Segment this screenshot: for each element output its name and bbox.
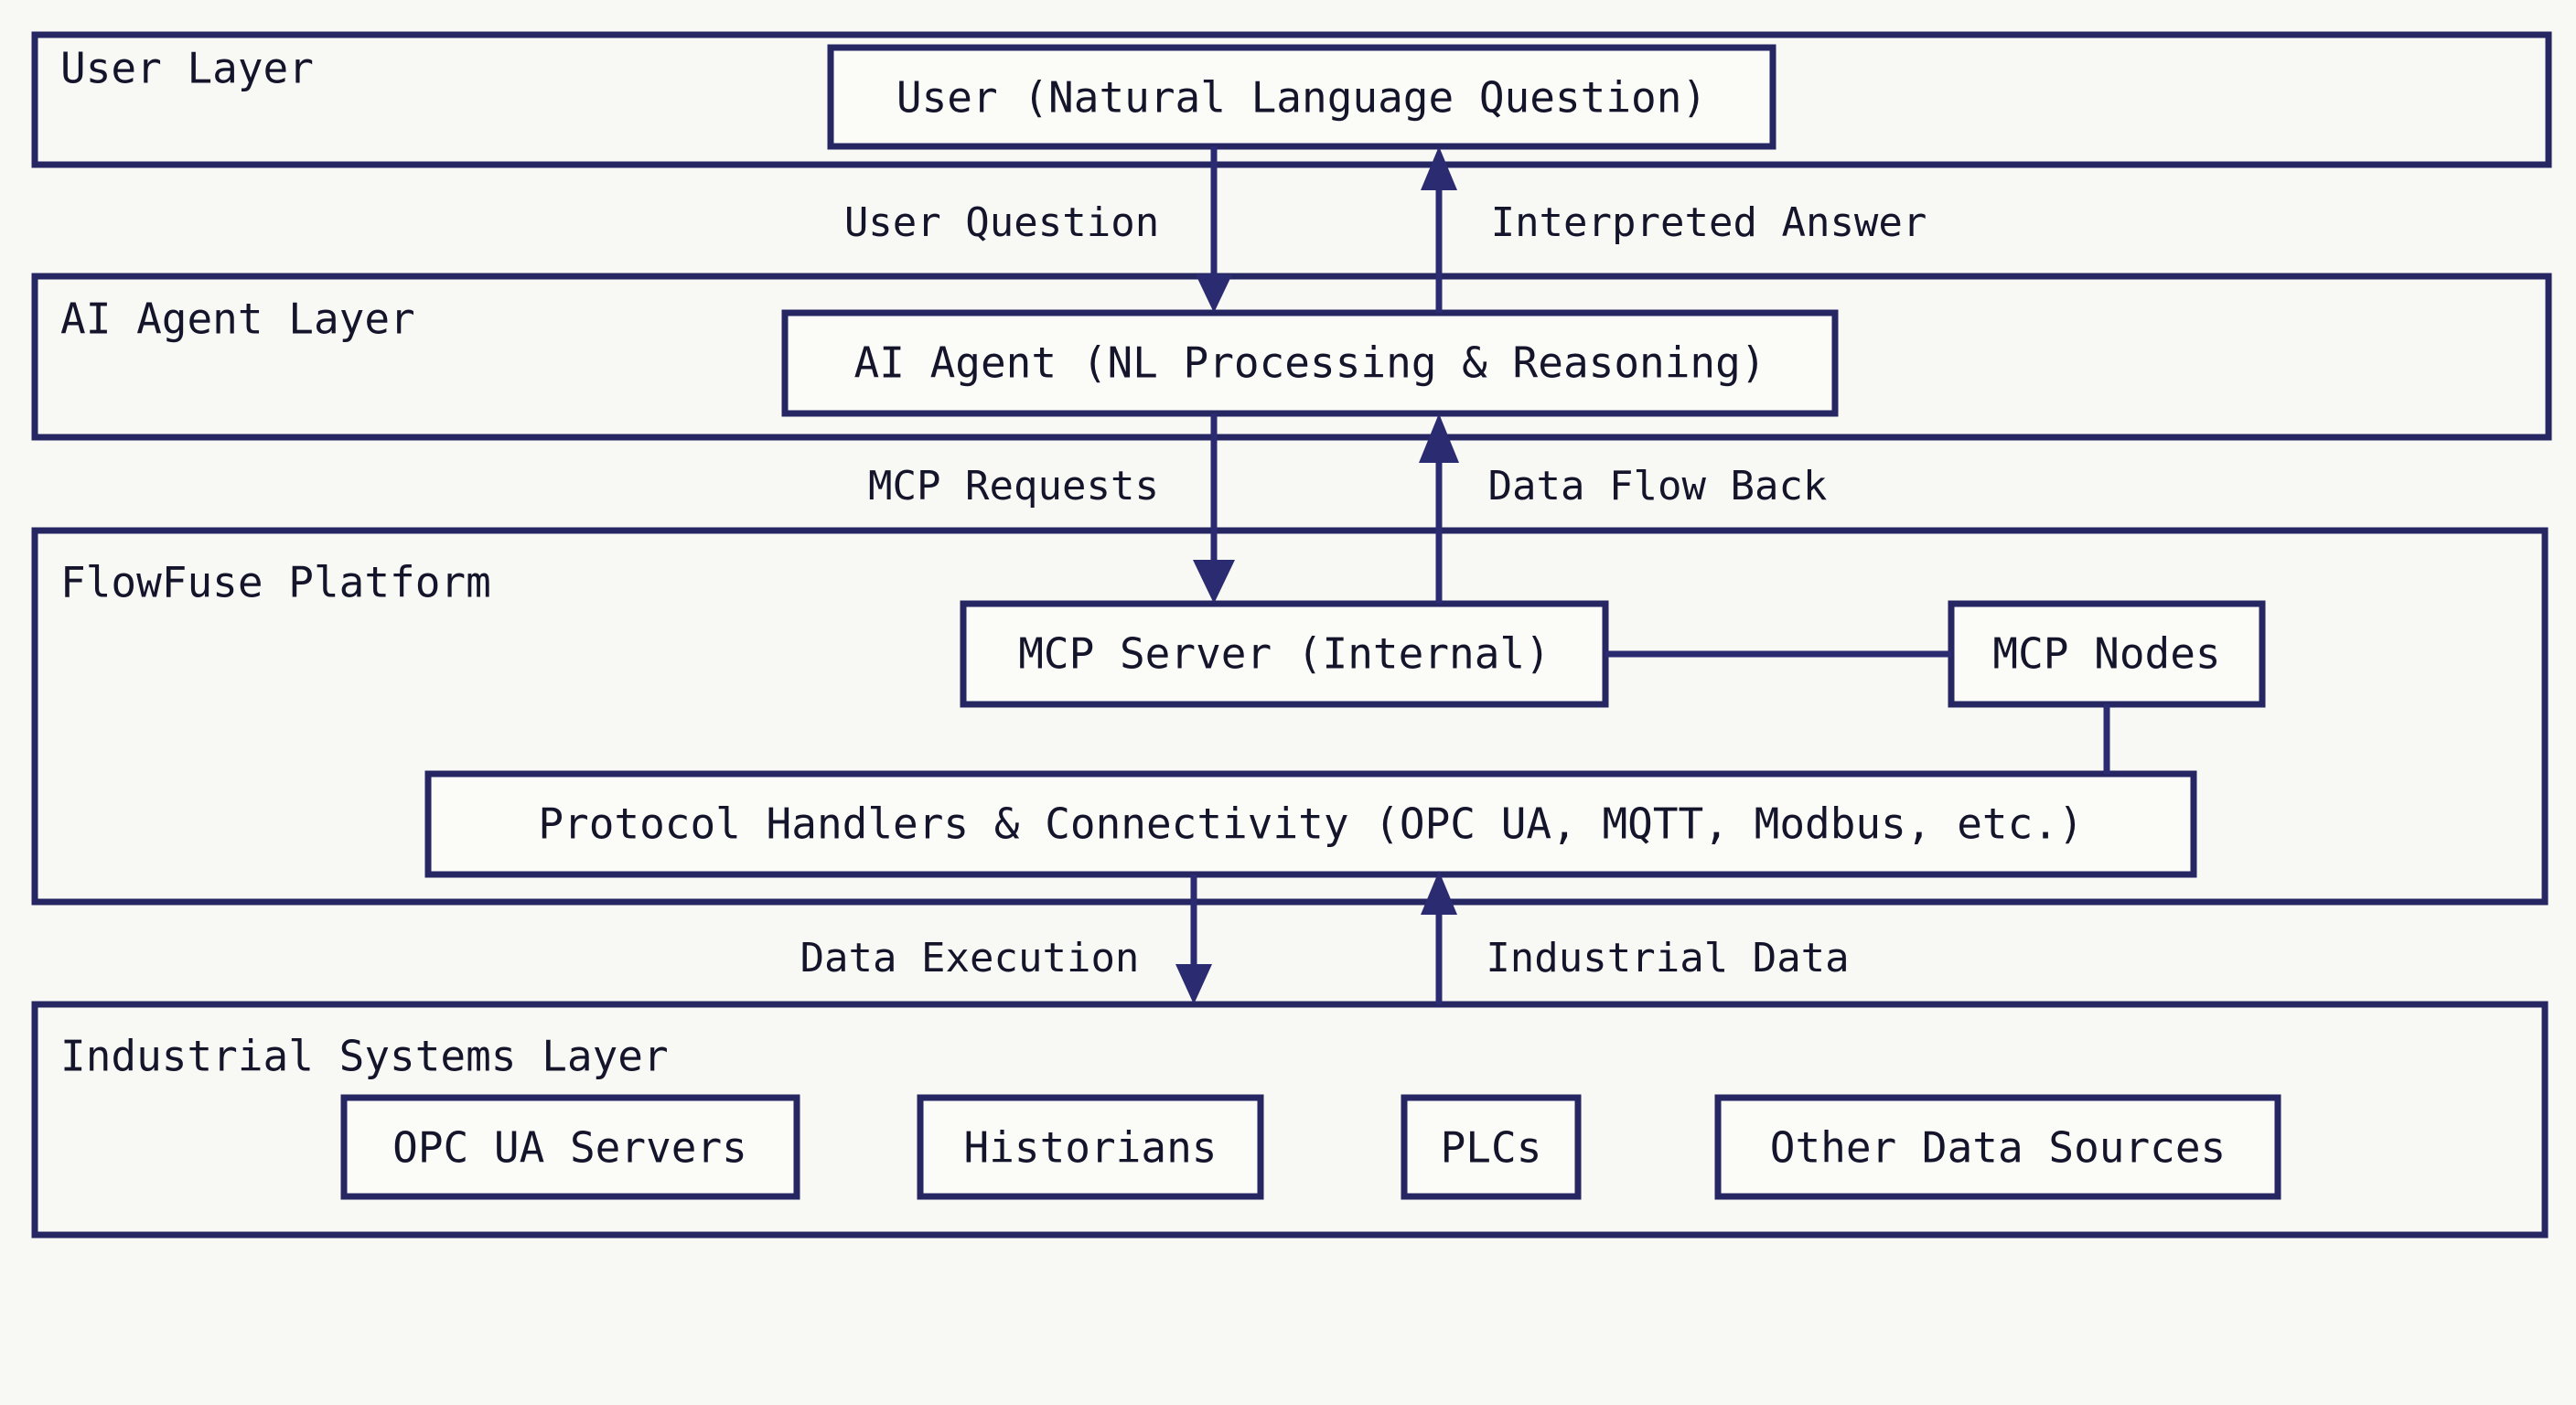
arrow-down-icon [1193, 560, 1235, 604]
node-historians-label: Historians [964, 1123, 1218, 1173]
node-ai-agent-label: AI Agent (NL Processing & Reasoning) [854, 338, 1766, 388]
node-mcp-nodes-label: MCP Nodes [1992, 629, 2220, 679]
edge-data-flow-back: Data Flow Back [1419, 413, 1827, 604]
node-ai-agent-box[interactable] [781, 309, 1839, 417]
node-historians-box[interactable] [917, 1094, 1264, 1200]
arrow-up-icon [1421, 146, 1457, 190]
arrow-up-icon [1419, 413, 1459, 463]
node-mcp-server-box[interactable] [960, 600, 1609, 708]
layer-flowfuse-platform-label: FlowFuse Platform [60, 558, 491, 607]
node-mcp-nodes-box[interactable] [1948, 600, 2266, 708]
arrow-down-icon [1175, 964, 1212, 1004]
arrow-up-icon [1421, 871, 1457, 915]
layer-ai-agent-label: AI Agent Layer [60, 295, 415, 344]
node-opc-ua-servers-box[interactable] [340, 1094, 800, 1200]
node-ai-agent[interactable]: AI Agent (NL Processing & Reasoning) [781, 309, 1839, 417]
edge-data-execution-label: Data Execution [800, 935, 1140, 981]
edge-interpreted-answer-label: Interpreted Answer [1491, 199, 1927, 246]
node-protocol-handlers-label: Protocol Handlers & Connectivity (OPC UA… [538, 799, 2083, 849]
node-mcp-nodes[interactable]: MCP Nodes [1948, 600, 2266, 708]
layer-industrial-systems-label: Industrial Systems Layer [60, 1032, 669, 1081]
node-protocol-handlers-box[interactable] [424, 770, 2197, 878]
node-opc-ua-servers[interactable]: OPC UA Servers [340, 1094, 800, 1200]
node-other-data-sources-label: Other Data Sources [1770, 1123, 2227, 1173]
node-user-box[interactable] [827, 44, 1776, 150]
edge-interpreted-answer: Interpreted Answer [1421, 146, 1927, 313]
node-protocol-handlers[interactable]: Protocol Handlers & Connectivity (OPC UA… [424, 770, 2197, 878]
layer-user-label: User Layer [60, 44, 314, 93]
edge-industrial-data-label: Industrial Data [1486, 935, 1849, 981]
node-plcs-box[interactable] [1401, 1094, 1582, 1200]
node-other-data-sources-box[interactable] [1714, 1094, 2281, 1200]
node-historians[interactable]: Historians [917, 1094, 1264, 1200]
node-mcp-server-label: MCP Server (Internal) [1018, 629, 1551, 679]
edge-data-execution: Data Execution [800, 874, 1212, 1004]
edge-industrial-data: Industrial Data [1421, 871, 1850, 1004]
node-mcp-server[interactable]: MCP Server (Internal) [960, 600, 1609, 708]
node-other-data-sources[interactable]: Other Data Sources [1714, 1094, 2281, 1200]
node-user[interactable]: User (Natural Language Question) [827, 44, 1776, 150]
edge-mcp-requests: MCP Requests [868, 413, 1235, 604]
edge-user-question-label: User Question [844, 199, 1159, 246]
node-opc-ua-servers-label: OPC UA Servers [392, 1123, 747, 1173]
edge-mcp-requests-label: MCP Requests [868, 463, 1159, 509]
node-plcs[interactable]: PLCs [1401, 1094, 1582, 1200]
edge-data-flow-back-label: Data Flow Back [1488, 463, 1828, 509]
edge-user-question: User Question [844, 146, 1232, 313]
arrow-down-icon [1196, 274, 1232, 313]
node-user-label: User (Natural Language Question) [896, 73, 1707, 123]
node-plcs-label: PLCs [1441, 1123, 1542, 1173]
